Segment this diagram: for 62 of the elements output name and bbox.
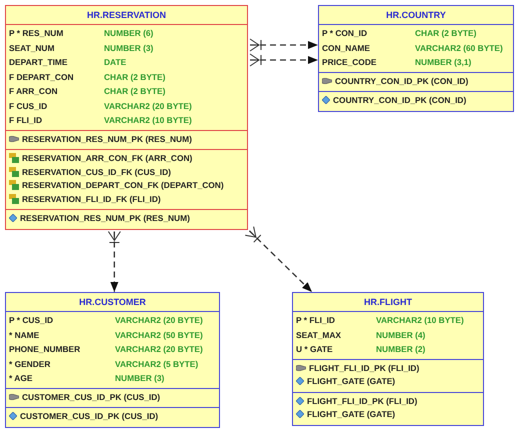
column-name: * NAME [9,328,40,341]
constraint-name: RESERVATION_RES_NUM_PK (RES_NUM) [20,212,190,224]
data-type: NUMBER (4) [376,328,426,341]
constraint-name: CUSTOMER_CUS_ID_PK (CUS_ID) [22,390,160,403]
column-name: SEAT_MAX [296,328,342,341]
table-name: HR.RESERVATION [86,9,167,22]
column-name: * GENDER [9,358,52,370]
table-name: HR.CUSTOMER [78,296,147,309]
data-type: VARCHAR2 (10 BYTE) [376,314,465,326]
constraint-name: COUNTRY_CON_ID_PK (CON_ID) [333,94,466,106]
data-type: CHAR (2 BYTE) [104,70,166,83]
table-box [5,292,220,428]
data-type: CHAR (2 BYTE) [104,85,166,98]
data-type: VARCHAR2 (20 BYTE) [115,343,204,356]
data-type: VARCHAR2 (60 BYTE) [415,42,504,54]
constraint-name: RESERVATION_FLI_ID_FK (FLI_ID) [22,192,161,205]
column-name: * AGE [9,372,34,384]
column-name: SEAT_NUM [9,42,56,54]
table-box [5,5,248,230]
data-type: VARCHAR2 (50 BYTE) [115,328,204,341]
column-name: PHONE_NUMBER [9,343,82,356]
data-type: VARCHAR2 (20 BYTE) [104,100,193,112]
constraint-name: RESERVATION_RES_NUM_PK (RES_NUM) [22,132,192,145]
data-type: NUMBER (2) [376,343,426,356]
data-type: NUMBER (3) [104,42,154,54]
table-box [292,292,484,426]
table-name: HR.COUNTRY [385,9,447,22]
constraint-name: RESERVATION_CUS_ID_FK (CUS_ID) [22,166,171,178]
column-name: P * CUS_ID [9,314,54,326]
column-name: P * RES_NUM [9,27,64,40]
data-type: VARCHAR2 (5 BYTE) [115,358,200,370]
data-type: DATE [104,56,128,68]
data-type: NUMBER (6) [104,27,154,40]
relationship-line [250,38,318,52]
column-name: P * FLI_ID [296,314,336,326]
table-name: HR.FLIGHT [363,296,413,309]
data-type: CHAR (2 BYTE) [415,27,478,40]
column-name: F CUS_ID [9,100,48,112]
column-name: F ARR_CON [9,85,59,98]
column-name: DEPART_TIME [9,56,68,68]
constraint-name: FLIGHT_GATE (GATE) [307,408,396,420]
column-name: P * CON_ID [322,27,368,40]
constraint-name: FLIGHT_GATE (GATE) [307,375,396,388]
column-name: U * GATE [296,343,334,356]
column-name: F FLI_ID [9,114,44,126]
data-type: VARCHAR2 (20 BYTE) [115,314,204,326]
data-type: NUMBER (3,1) [415,56,472,68]
constraint-name: FLIGHT_FLI_ID_PK (FLI_ID) [307,394,418,407]
column-name: F DEPART_CON [9,70,75,83]
relationship-line [250,54,318,66]
constraint-name: FLIGHT_FLI_ID_PK (FLI_ID) [309,362,420,374]
data-type: VARCHAR2 (10 BYTE) [104,114,193,126]
constraint-name: RESERVATION_ARR_CON_FK (ARR_CON) [22,152,192,164]
data-type: NUMBER (3) [115,372,166,384]
relationship-line [108,231,121,292]
column-name: PRICE_CODE [322,56,378,68]
column-name: CON_NAME [322,42,371,54]
constraint-name: COUNTRY_CON_ID_PK (CON_ID) [335,74,468,87]
constraint-name: RESERVATION_DEPART_CON_FK (DEPART_CON) [22,179,224,192]
constraint-name: CUSTOMER_CUS_ID_PK (CUS_ID) [20,410,158,422]
relationship-line [244,226,312,292]
table-box [318,5,514,112]
